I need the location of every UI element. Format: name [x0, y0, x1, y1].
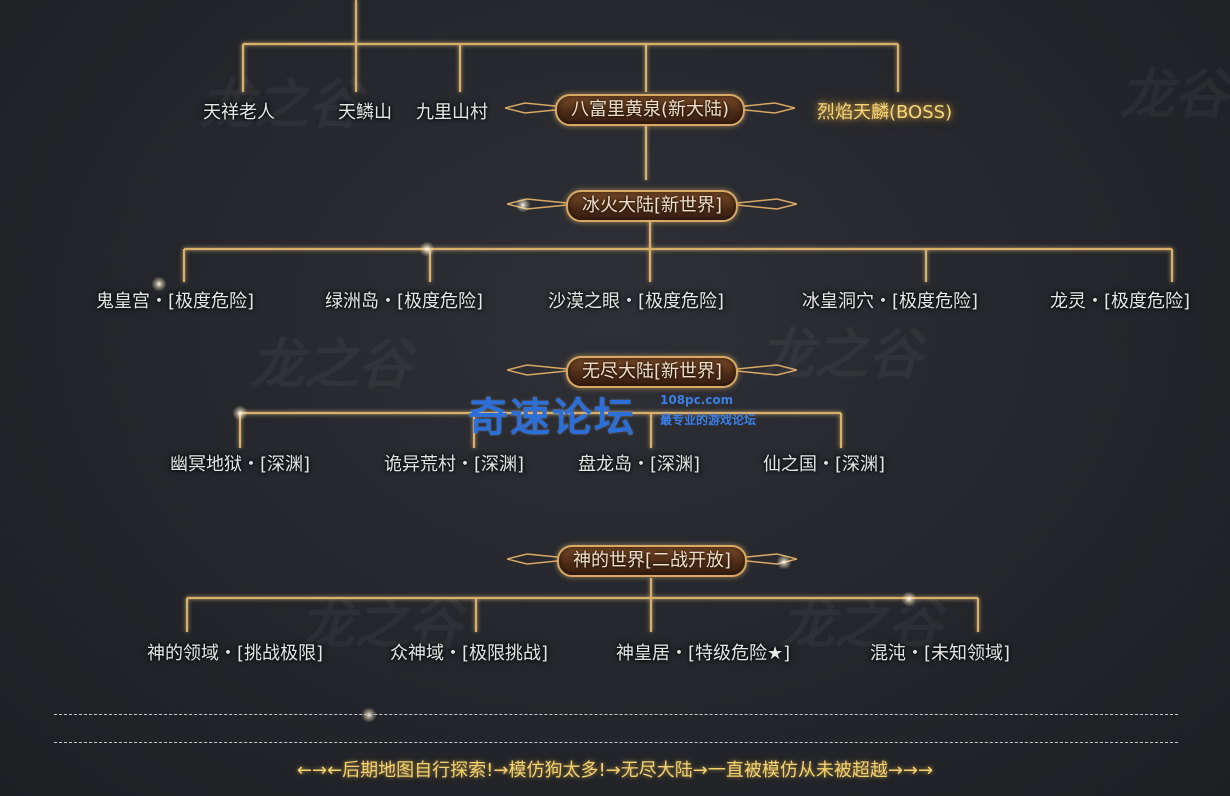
banner-label: 冰火大陆[新世界] [565, 190, 739, 222]
banner-label: 八富里黄泉(新大陆) [554, 94, 746, 126]
map-node-dragon-spirit: 龙灵・[极度危险] [1050, 291, 1191, 312]
banner-new-continent: 八富里黄泉(新大陆) [505, 94, 795, 126]
banner-wing-right [727, 364, 797, 376]
divider [54, 714, 1178, 715]
map-node-god-emperor-residence: 神皇居・[特级危险★] [616, 643, 791, 664]
banner-endless-continent: 无尽大陆[新世界] [507, 356, 797, 388]
map-node-jiuli-village: 九里山村 [416, 102, 488, 123]
banner-wing-left [507, 364, 577, 376]
map-node-tianxiang-elder: 天祥老人 [203, 102, 275, 123]
map-node-oasis-island: 绿洲岛・[极度危险] [325, 291, 484, 312]
banner-wing-left [505, 102, 575, 114]
banner-wing-right [727, 553, 797, 565]
banner-label: 无尽大陆[新世界] [565, 356, 739, 388]
map-node-coiled-dragon-island: 盘龙岛・[深渊] [578, 454, 701, 475]
map-node-chaos: 混沌・[未知领域] [870, 643, 1011, 664]
forum-watermark-logo: 奇速论坛 [468, 395, 636, 441]
map-node-eerie-village: 诡异荒村・[深渊] [384, 454, 525, 475]
map-node-desert-eye: 沙漠之眼・[极度危险] [548, 291, 725, 312]
footer-note: ←→←后期地图自行探索!→模仿狗太多!→无尽大陆→一直被模仿从未被超越→→→ [296, 760, 934, 781]
banner-label: 神的世界[二战开放] [556, 545, 748, 577]
map-node-boss-flame-kirin: 烈焰天麟(BOSS) [817, 102, 953, 123]
divider [54, 742, 1178, 743]
banner-wing-left [507, 198, 577, 210]
map-node-ghost-palace: 鬼皇宫・[极度危险] [96, 291, 255, 312]
map-node-pantheon-domain: 众神域・[极限挑战] [390, 643, 549, 664]
map-node-netherworld-hell: 幽冥地狱・[深渊] [170, 454, 311, 475]
map-node-immortal-kingdom: 仙之国・[深渊] [763, 454, 886, 475]
forum-watermark-url: 108pc.com [660, 393, 734, 407]
map-node-tianlin-mountain: 天鳞山 [338, 102, 392, 123]
banner-wing-right [727, 198, 797, 210]
map-node-ice-emperor-cave: 冰皇洞穴・[极度危险] [802, 291, 979, 312]
banner-god-world: 神的世界[二战开放] [507, 545, 797, 577]
banner-wing-left [507, 553, 577, 565]
map-node-god-domain: 神的领域・[挑战极限] [147, 643, 324, 664]
banner-ice-fire-continent: 冰火大陆[新世界] [507, 190, 797, 222]
banner-wing-right [725, 102, 795, 114]
forum-watermark-slogan: 最专业的游戏论坛 [660, 413, 757, 427]
